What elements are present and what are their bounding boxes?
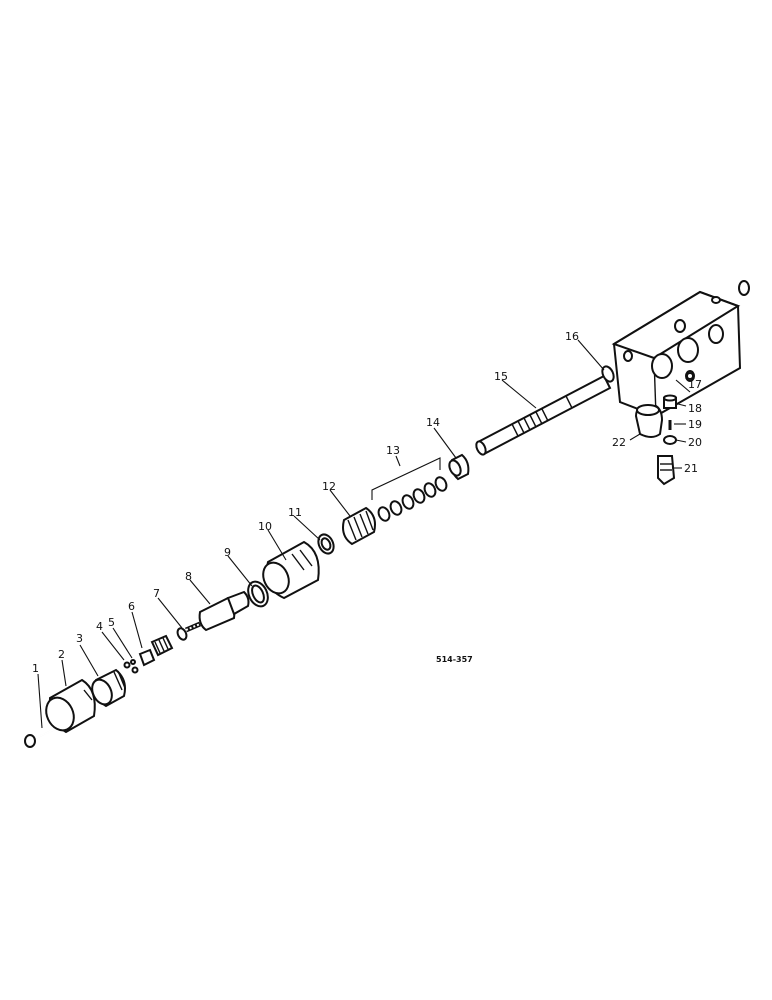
part-14-collar [448, 453, 470, 481]
part-5-ball [130, 659, 139, 674]
part-3-sleeve [91, 668, 126, 708]
leader-lines [37, 339, 691, 729]
part-17-port [686, 372, 694, 380]
part-9-ring [247, 580, 269, 608]
callout-15: 15 [494, 370, 508, 383]
callout-16: 16 [565, 330, 579, 343]
callout-18: 18 [688, 402, 702, 415]
callout-21: 21 [684, 462, 698, 475]
callout-8: 8 [185, 570, 192, 583]
callout-9: 9 [224, 546, 231, 559]
part-10-housing [262, 540, 320, 600]
callout-17: 17 [688, 378, 702, 391]
callouts: 1 2 3 4 5 6 7 8 9 10 11 12 13 14 15 16 1… [32, 330, 702, 675]
callout-7: 7 [153, 587, 160, 600]
callout-2: 2 [58, 648, 65, 661]
callout-22: 22 [612, 436, 626, 449]
part-4-ball [123, 661, 131, 669]
callout-3: 3 [76, 632, 83, 645]
callout-19: 19 [688, 418, 702, 431]
part-21-fitting [657, 455, 676, 486]
part-18-plug [663, 394, 677, 409]
drawing-code: 514-357 [436, 655, 473, 664]
callout-10: 10 [258, 520, 272, 533]
part-22-cap [634, 404, 664, 438]
part-2-end-cap [45, 678, 96, 734]
callout-4: 4 [96, 620, 103, 633]
callout-6: 6 [128, 600, 135, 613]
part-15-spool [475, 374, 612, 456]
part-13-washer-set [377, 476, 448, 522]
valve-body [611, 280, 750, 418]
callout-14: 14 [426, 416, 440, 429]
part-16-o-ring [601, 365, 615, 383]
part-11-ring [317, 533, 335, 555]
callout-12: 12 [322, 480, 336, 493]
part-8-stud [176, 590, 250, 641]
part-12-spring [342, 506, 376, 546]
callout-5: 5 [108, 616, 115, 629]
callout-1: 1 [32, 662, 39, 675]
part-6-plunger [138, 648, 156, 667]
callout-13: 13 [386, 444, 400, 457]
callout-20: 20 [688, 436, 702, 449]
part-20-ring [663, 435, 677, 445]
callout-11: 11 [288, 506, 302, 519]
part-7-spring [150, 634, 174, 657]
